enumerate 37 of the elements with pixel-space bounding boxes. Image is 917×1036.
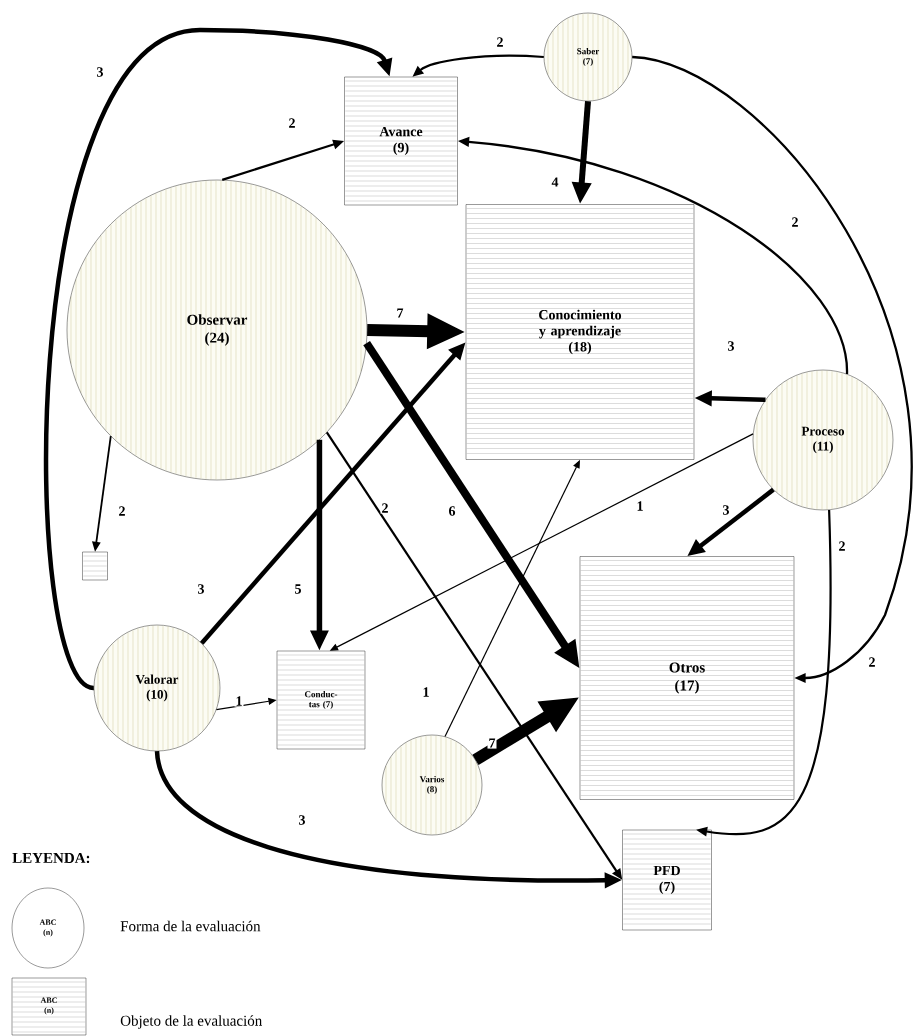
circle-node: Valorar (10) bbox=[93, 624, 221, 752]
edge-label: 1 bbox=[421, 686, 431, 698]
box-node: Otros (17) bbox=[579, 556, 795, 800]
legend-heading: LEYENDA: bbox=[12, 852, 90, 864]
edge-label: 3 bbox=[196, 583, 206, 595]
edge-label: 3 bbox=[721, 504, 731, 516]
circle-node: Varios (8) bbox=[381, 734, 483, 836]
edge-label: 1 bbox=[234, 695, 244, 707]
box-node: Conduc- tas (7) bbox=[276, 650, 366, 750]
box-node: PFD (7) bbox=[622, 829, 712, 931]
edge-label: 4 bbox=[550, 176, 560, 188]
edge-label: 3 bbox=[726, 340, 736, 352]
edge-label: 3 bbox=[95, 66, 105, 78]
edge-label: 2 bbox=[380, 502, 390, 514]
edge-label: 2 bbox=[495, 36, 505, 48]
edge-label: 2 bbox=[790, 216, 800, 228]
box-node: Avance (9) bbox=[344, 76, 458, 206]
legend-sample: ABC (n) bbox=[11, 977, 87, 1036]
edge-label: 2 bbox=[837, 540, 847, 552]
box-node: Conocimiento y aprendizaje (18) bbox=[465, 204, 695, 460]
legend-text: Objeto de la evaluación bbox=[120, 1015, 263, 1029]
circle-node: Observar (24) bbox=[66, 179, 368, 481]
edge-label: 2 bbox=[117, 505, 127, 517]
legend-sample: ABC (n) bbox=[11, 887, 85, 969]
edge-label: 2 bbox=[287, 117, 297, 129]
circle-node: Proceso (11) bbox=[752, 369, 894, 511]
edge-label: 6 bbox=[447, 505, 457, 517]
small-box bbox=[82, 551, 108, 581]
edge-label: 7 bbox=[395, 307, 405, 319]
circle-node: Saber (7) bbox=[543, 12, 633, 102]
edge-label: 2 bbox=[867, 656, 877, 668]
arrow bbox=[632, 55, 913, 684]
edge-label: 5 bbox=[293, 583, 303, 595]
edge-label: 1 bbox=[635, 500, 645, 512]
legend-text: Forma de la evaluación bbox=[120, 920, 261, 932]
edge-label: 3 bbox=[297, 814, 307, 826]
edge-label: 7 bbox=[487, 737, 497, 749]
